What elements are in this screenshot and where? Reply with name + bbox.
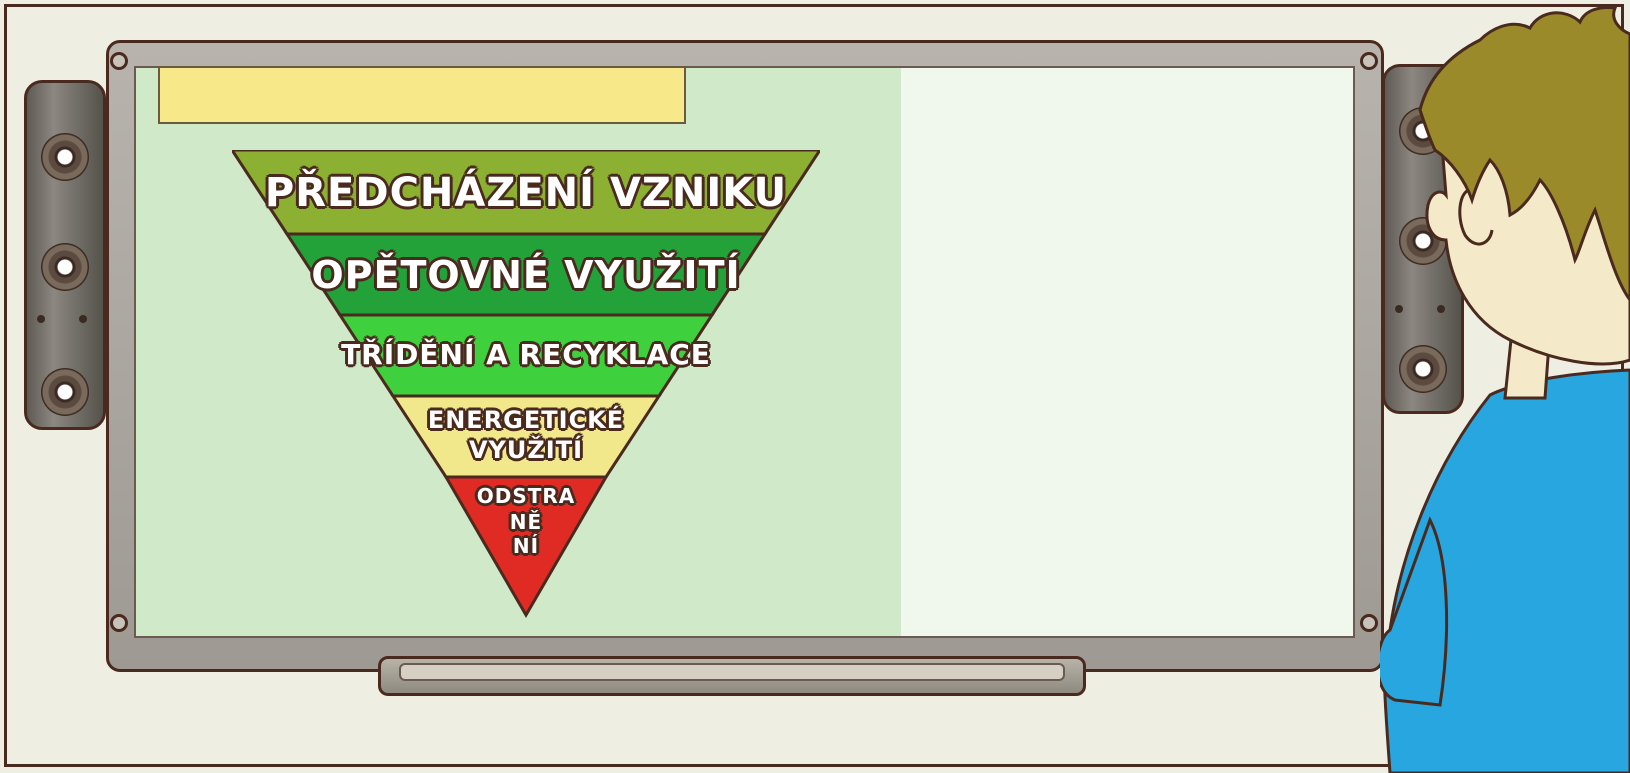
boy-sleeve	[1380, 516, 1449, 707]
frame-screw-icon	[1360, 614, 1378, 632]
pyramid-label-energy-line2: VYUŽITÍ	[468, 436, 584, 464]
waste-hierarchy-pyramid: PŘEDCHÁZENÍ VZNIKU OPĚTOVNÉ VYUŽITÍ TŘÍD…	[229, 148, 823, 620]
marker-tray-slot	[399, 663, 1065, 681]
pyramid-label-recycling: TŘÍDĚNÍ A RECYKLACE	[341, 338, 711, 371]
pyramid-label-disposal-line3: NÍ	[512, 534, 540, 558]
marker-tray	[378, 656, 1086, 696]
pyramid-label-disposal-line1: ODSTRA	[476, 484, 576, 508]
speaker-cone-icon	[41, 243, 89, 291]
left-speaker	[24, 80, 106, 430]
boy-figure	[1380, 6, 1630, 773]
sticky-note	[158, 66, 686, 124]
boy-hair	[1418, 6, 1630, 303]
pyramid-graphic	[229, 148, 823, 618]
speaker-screw-icon	[1437, 305, 1445, 313]
frame-screw-icon	[110, 52, 128, 70]
pyramid-label-disposal-line2: NĚ	[509, 510, 543, 534]
speaker-screw-icon	[37, 315, 45, 323]
pyramid-label-energy-line1: ENERGETICKÉ	[427, 406, 625, 434]
boy-ear	[1458, 188, 1494, 246]
pyramid-label-reuse: OPĚTOVNÉ VYUŽITÍ	[311, 253, 741, 297]
speaker-screw-icon	[79, 315, 87, 323]
pyramid-label-prevention: PŘEDCHÁZENÍ VZNIKU	[264, 170, 788, 216]
pyramid-layer-5	[443, 475, 609, 618]
speaker-screw-icon	[1395, 305, 1403, 313]
frame-screw-icon	[110, 614, 128, 632]
frame-screw-icon	[1360, 52, 1378, 70]
speaker-cone-icon	[1399, 345, 1447, 393]
speaker-cone-icon	[41, 368, 89, 416]
speaker-cone-icon	[41, 133, 89, 181]
